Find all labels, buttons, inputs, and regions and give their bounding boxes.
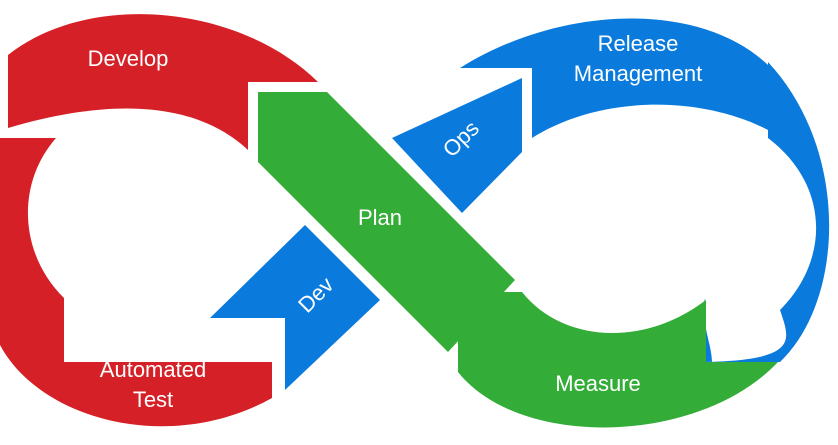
release-management-label-line2: Management: [574, 61, 702, 86]
operate-segment: [703, 62, 830, 362]
automated-test-label-line2: Test: [133, 387, 173, 412]
develop-label: Develop: [88, 46, 169, 71]
automated-test-segment: [0, 138, 272, 427]
automated-test-label-line1: Automated: [100, 357, 206, 382]
measure-label: Measure: [555, 371, 641, 396]
measure-segment: [458, 292, 778, 428]
release-management-segment: [460, 18, 768, 138]
operate-label: Operate: [761, 200, 786, 280]
plan-label: Plan: [358, 205, 402, 230]
plan-segment: [258, 92, 515, 352]
ops-segment: [392, 78, 522, 213]
develop-segment: [8, 14, 318, 151]
dev-segment: [210, 225, 380, 390]
release-management-label-line1: Release: [598, 31, 679, 56]
